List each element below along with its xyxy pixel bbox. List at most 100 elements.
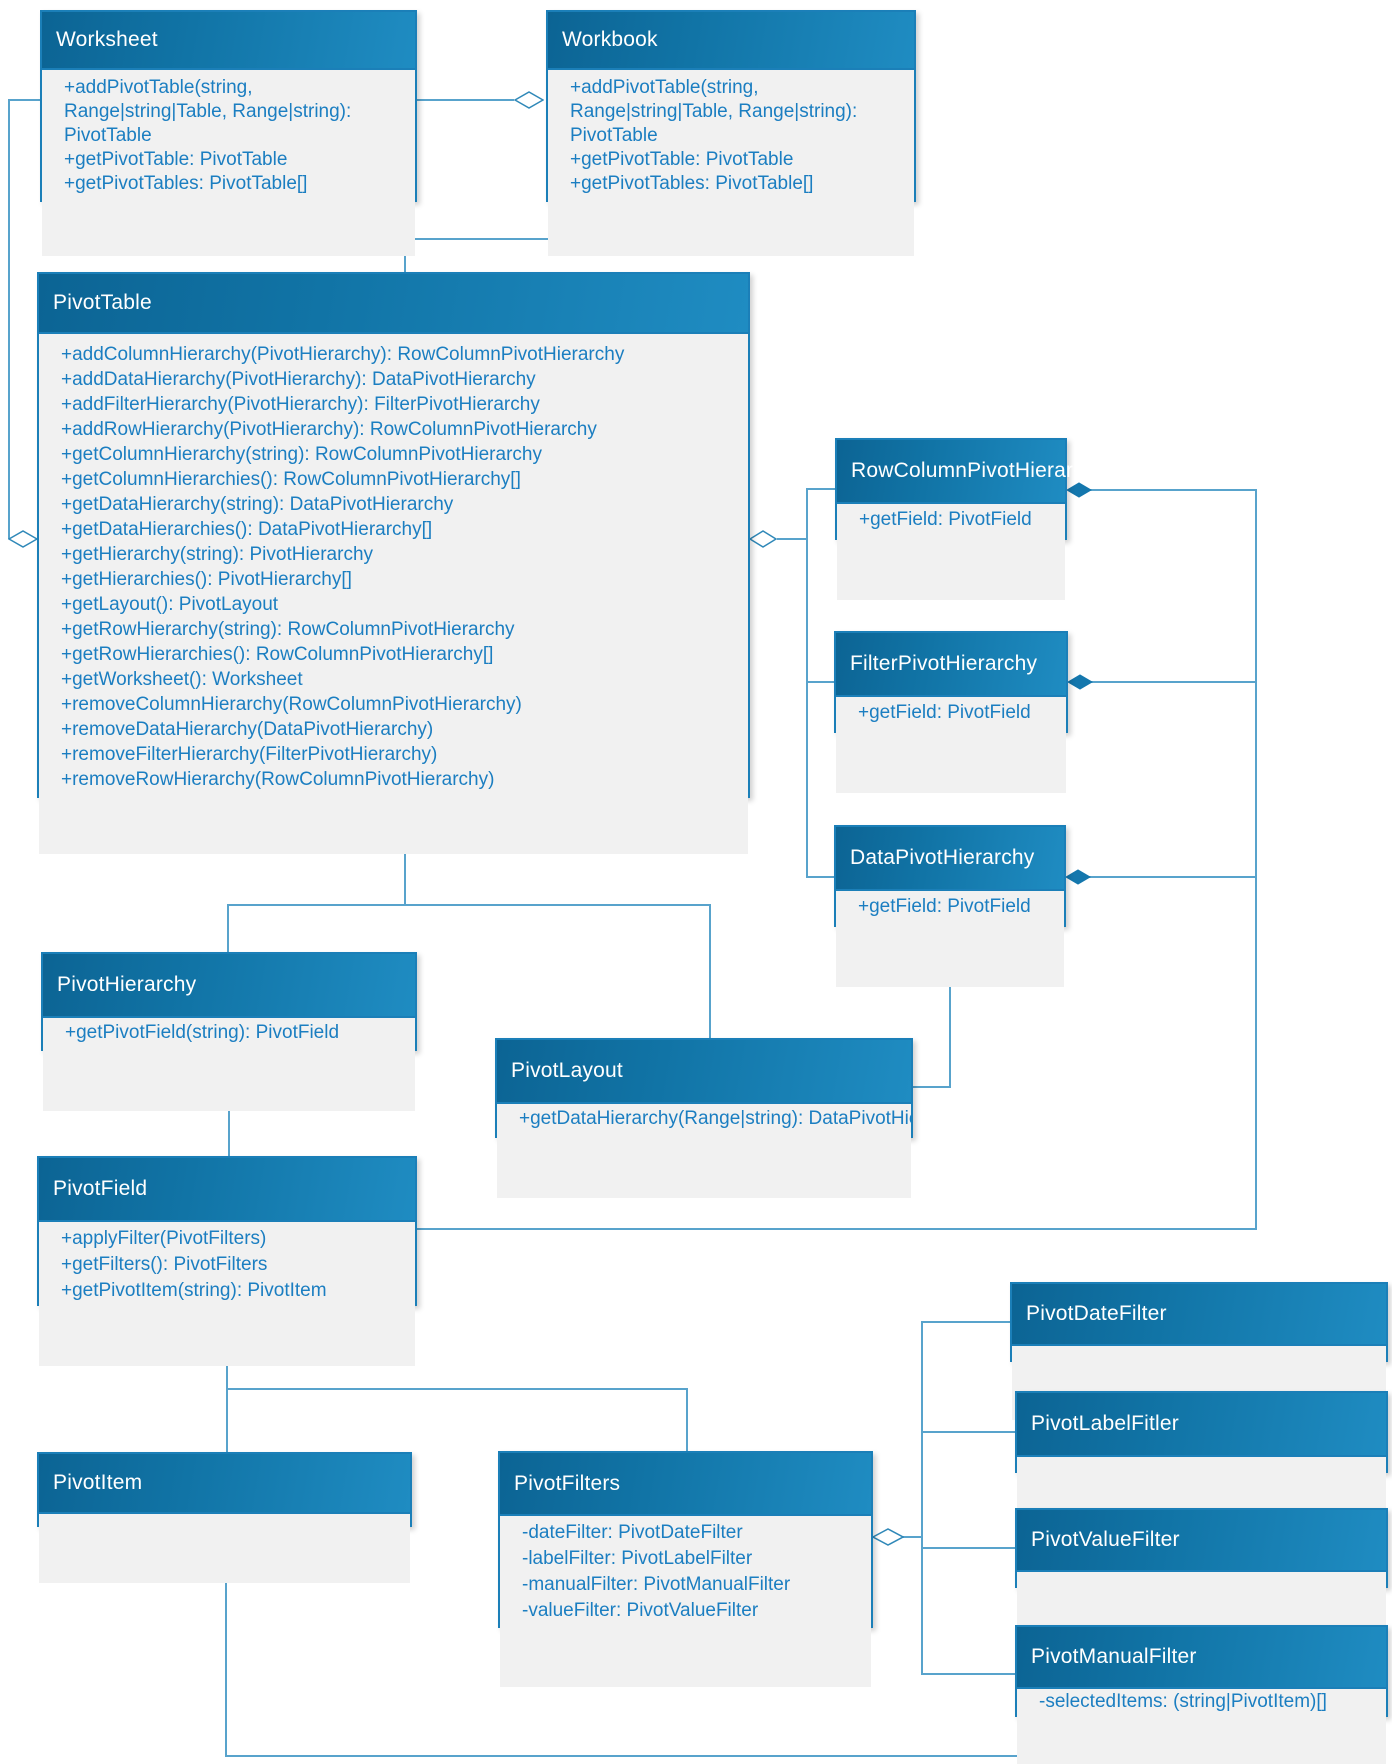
class-title: PivotItem <box>53 1471 143 1494</box>
class-member-list <box>39 1512 410 1583</box>
connector-line <box>902 1536 922 1538</box>
class-pivotfilters[interactable]: PivotFilters -dateFilter: PivotDateFilte… <box>498 1451 873 1687</box>
class-member: +addPivotTable(string, <box>64 77 253 98</box>
connector-line <box>8 99 10 539</box>
class-member-list: +applyFilter(PivotFilters)+getFilters():… <box>39 1220 415 1366</box>
class-pivotvaluefilter[interactable]: PivotValueFilter <box>1015 1508 1388 1646</box>
connector-line <box>921 1321 1010 1323</box>
class-member: +getPivotField(string): PivotField <box>65 1022 340 1043</box>
connector-line <box>921 1431 1015 1433</box>
class-title: DataPivotHierarchy <box>850 846 1035 869</box>
class-title-bar: PivotHierarchy <box>43 954 415 1016</box>
class-pivotlabelfitler[interactable]: PivotLabelFitler <box>1015 1391 1388 1533</box>
class-pivotfield[interactable]: PivotField +applyFilter(PivotFilters)+ge… <box>37 1156 417 1366</box>
class-member: +removeFilterHierarchy(FilterPivotHierar… <box>61 744 438 765</box>
class-member: +addDataHierarchy(PivotHierarchy): DataP… <box>61 369 536 390</box>
class-member: +removeRowHierarchy(RowColumnPivotHierar… <box>61 769 495 790</box>
class-member-list: -selectedItems: (string|PivotItem)[] <box>1017 1687 1386 1764</box>
class-member: Range|string|Table, Range|string): <box>570 101 858 122</box>
class-member: +getField: PivotField <box>859 509 1032 530</box>
connector-line <box>404 238 406 274</box>
connector-line <box>227 904 711 906</box>
class-member: +getFilters(): PivotFilters <box>61 1254 268 1275</box>
class-title-bar: PivotManualFilter <box>1017 1627 1386 1687</box>
class-member-list: +addColumnHierarchy(PivotHierarchy): Row… <box>39 332 748 854</box>
class-pivotitem[interactable]: PivotItem <box>37 1452 412 1583</box>
connector-line <box>913 1086 951 1088</box>
class-pivotlayout[interactable]: PivotLayout +getDataHierarchy(Range|stri… <box>495 1038 913 1198</box>
class-pivothierarchy[interactable]: PivotHierarchy +getPivotField(string): P… <box>41 952 417 1111</box>
connector-line <box>921 1547 1015 1549</box>
class-worksheet[interactable]: Worksheet +addPivotTable(string,Range|st… <box>40 10 417 256</box>
class-datapivothierarchy[interactable]: DataPivotHierarchy +getField: PivotField <box>834 825 1066 987</box>
connector-line <box>806 488 835 490</box>
class-title: Worksheet <box>56 28 158 51</box>
class-title: RowColumnPivotHierarchy <box>851 459 1107 482</box>
class-member: +getRowHierarchies(): RowColumnPivotHier… <box>61 644 494 665</box>
class-member: -labelFilter: PivotLabelFilter <box>522 1548 753 1569</box>
class-member: +getPivotItem(string): PivotItem <box>61 1280 327 1301</box>
class-member: +getPivotTables: PivotTable[] <box>64 173 308 194</box>
class-member: -dateFilter: PivotDateFilter <box>522 1522 743 1543</box>
class-member: -selectedItems: (string|PivotItem)[] <box>1039 1691 1327 1712</box>
class-member-list: +getField: PivotField <box>836 695 1066 793</box>
connector-line <box>1255 489 1257 1230</box>
aggregation-diamond <box>8 530 38 548</box>
class-member: +getField: PivotField <box>858 702 1031 723</box>
class-title: FilterPivotHierarchy <box>850 652 1038 675</box>
class-title-bar: PivotItem <box>39 1454 410 1512</box>
class-member: +getField: PivotField <box>858 896 1031 917</box>
connector-line <box>806 681 835 683</box>
composition-diamond <box>1067 674 1093 690</box>
class-member: +getLayout(): PivotLayout <box>61 594 279 615</box>
class-workbook[interactable]: Workbook +addPivotTable(string,Range|str… <box>546 10 916 256</box>
connector-line <box>226 1336 228 1452</box>
class-title: PivotManualFilter <box>1031 1645 1197 1668</box>
class-member: +getDataHierarchy(Range|string): DataPiv… <box>519 1108 911 1129</box>
class-member-list: +getPivotField(string): PivotField <box>43 1016 415 1111</box>
class-member: +getColumnHierarchies(): RowColumnPivotH… <box>61 469 521 490</box>
class-member: +getColumnHierarchy(string): RowColumnPi… <box>61 444 542 465</box>
class-rowcolumnpivothierarchy[interactable]: RowColumnPivotHierarchy +getField: Pivot… <box>835 438 1106 600</box>
class-member: +getRowHierarchy(string): RowColumnPivot… <box>61 619 515 640</box>
connector-line <box>1089 876 1256 878</box>
composition-diamond <box>1065 869 1091 885</box>
connector-line <box>227 904 229 952</box>
class-pivottable[interactable]: PivotTable +addColumnHierarchy(PivotHier… <box>37 272 750 854</box>
class-member-list: -dateFilter: PivotDateFilter -labelFilter… <box>500 1514 871 1687</box>
class-filterpivothierarchy[interactable]: FilterPivotHierarchy +getField: PivotFie… <box>834 631 1068 793</box>
class-member: +removeColumnHierarchy(RowColumnPivotHie… <box>61 694 522 715</box>
connector-line <box>806 876 835 878</box>
class-pivotdatefilter[interactable]: PivotDateFilter <box>1010 1282 1388 1420</box>
class-member: +getHierarchy(string): PivotHierarchy <box>61 544 374 565</box>
connector-line <box>686 1388 688 1451</box>
aggregation-diamond <box>872 1528 904 1546</box>
connector-line <box>949 927 951 1088</box>
class-title: PivotValueFilter <box>1031 1528 1180 1551</box>
connector-line <box>227 238 735 240</box>
class-member: +getPivotTable: PivotTable <box>570 149 794 170</box>
class-member: +addPivotTable(string, <box>570 77 759 98</box>
aggregation-diamond <box>514 91 544 109</box>
connector-line <box>228 1075 230 1156</box>
class-member: +removeDataHierarchy(DataPivotHierarchy) <box>61 719 434 740</box>
class-member: +getPivotTable: PivotTable <box>64 149 288 170</box>
connector-line <box>921 1321 923 1675</box>
class-title-bar: PivotTable <box>39 274 748 332</box>
class-member: +addRowHierarchy(PivotHierarchy): RowCol… <box>61 419 597 440</box>
connector-line <box>1091 681 1256 683</box>
class-member: PivotTable <box>64 125 152 146</box>
class-title-bar: RowColumnPivotHierarchy <box>837 440 1106 502</box>
class-pivotmanualfilter[interactable]: PivotManualFilter -selectedItems: (strin… <box>1015 1625 1388 1764</box>
class-title: PivotDateFilter <box>1026 1302 1167 1325</box>
class-title-bar: PivotField <box>39 1158 415 1220</box>
connector-line <box>226 1388 688 1390</box>
class-member: +getWorksheet(): Worksheet <box>61 669 303 690</box>
class-member-list: +getDataHierarchy(Range|string): DataPiv… <box>497 1102 911 1198</box>
class-member: -valueFilter: PivotValueFilter <box>522 1600 759 1621</box>
connector-line <box>417 1228 1257 1230</box>
class-title-bar: Worksheet <box>42 12 415 68</box>
connector-line <box>806 489 808 878</box>
class-member: -manualFilter: PivotManualFilter <box>522 1574 791 1595</box>
